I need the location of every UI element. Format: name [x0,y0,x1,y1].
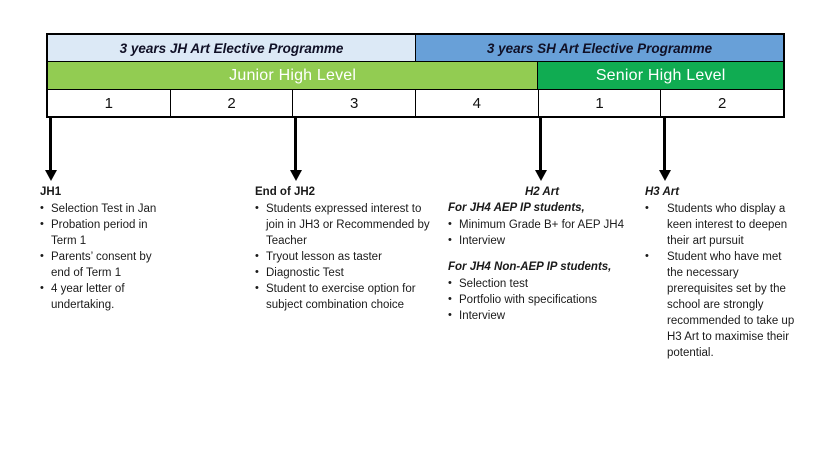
year-cell-jh2: 2 [170,90,294,116]
list-item: Students who display a keen interest to … [645,200,795,249]
list-item: Probation period in Term 1 [40,216,172,249]
list-item: Interview [448,232,636,249]
list-item: Interview [448,307,636,324]
arrow-down-jh1-icon [49,118,52,176]
list-item: Selection Test in Jan [40,200,172,217]
year-row: 1 2 3 4 1 2 [48,90,784,116]
timeline-table: 3 years JH Art Elective Programme 3 year… [46,33,785,118]
list-item: Selection test [448,275,636,292]
h2-art-non-aep-heading: For JH4 Non-AEP IP students, [448,261,612,273]
junior-high-level-band: Junior High Level [48,62,539,89]
year-cell-sh1: 1 [538,90,662,116]
sh-programme-header: 3 years SH Art Elective Programme [416,35,783,61]
level-row: Junior High Level Senior High Level [48,62,783,90]
year-cell-jh1: 1 [48,90,171,116]
arrow-down-endjh2-icon [294,118,297,176]
list-item: Portfolio with specifications [448,291,636,308]
h2-art-aep-group: For JH4 AEP IP students, Minimum Grade B… [448,200,636,249]
jh-programme-header: 3 years JH Art Elective Programme [48,35,416,61]
list-item: 4 year letter of undertaking. [40,280,172,313]
senior-high-level-label: Senior High Level [595,66,726,84]
list-item: Students expressed interest to join in J… [255,200,441,249]
year-cell-jh4: 4 [416,90,539,116]
sh-programme-label: 3 years SH Art Elective Programme [486,40,713,56]
list-item: Minimum Grade B+ for AEP JH4 [448,216,636,233]
list-item: Student who have met the necessary prere… [645,248,795,361]
senior-high-level-band: Senior High Level [538,62,783,89]
h2-art-aep-heading: For JH4 AEP IP students, [448,202,585,214]
h2-art-non-aep-list: Selection test Portfolio with specificat… [448,275,636,324]
h2-art-aep-list: Minimum Grade B+ for AEP JH4 Interview [448,216,636,249]
list-item: Parents’ consent by end of Term 1 [40,248,172,281]
h3-art-note-title: H3 Art [645,186,680,198]
jh1-note-title: JH1 [40,186,62,198]
h2-art-note-title: H2 Art [524,186,560,198]
year-cell-sh2: 2 [661,90,784,116]
list-item: Student to exercise option for subject c… [255,280,441,313]
jh1-note: JH1 Selection Test in Jan Probation peri… [40,184,172,313]
year-cell-jh3: 3 [293,90,417,116]
programme-row: 3 years JH Art Elective Programme 3 year… [48,35,783,62]
end-of-jh2-note-list: Students expressed interest to join in J… [255,200,441,313]
arrow-down-h2art-icon [539,118,542,176]
list-item: Diagnostic Test [255,264,441,281]
arrow-down-h3art-icon [663,118,666,176]
end-of-jh2-note-title: End of JH2 [255,186,316,198]
list-item: Tryout lesson as taster [255,248,441,265]
jh-programme-label: 3 years JH Art Elective Programme [119,40,344,56]
end-of-jh2-note: End of JH2 Students expressed interest t… [255,184,441,313]
h2-art-non-aep-group: For JH4 Non-AEP IP students, Selection t… [448,259,636,324]
h3-art-note: H3 Art Students who display a keen inter… [645,184,795,361]
h2-art-note: H2 Art For JH4 AEP IP students, Minimum … [448,184,636,324]
jh1-note-list: Selection Test in Jan Probation period i… [40,200,172,313]
junior-high-level-label: Junior High Level [229,66,357,84]
h3-art-note-list: Students who display a keen interest to … [645,200,795,361]
